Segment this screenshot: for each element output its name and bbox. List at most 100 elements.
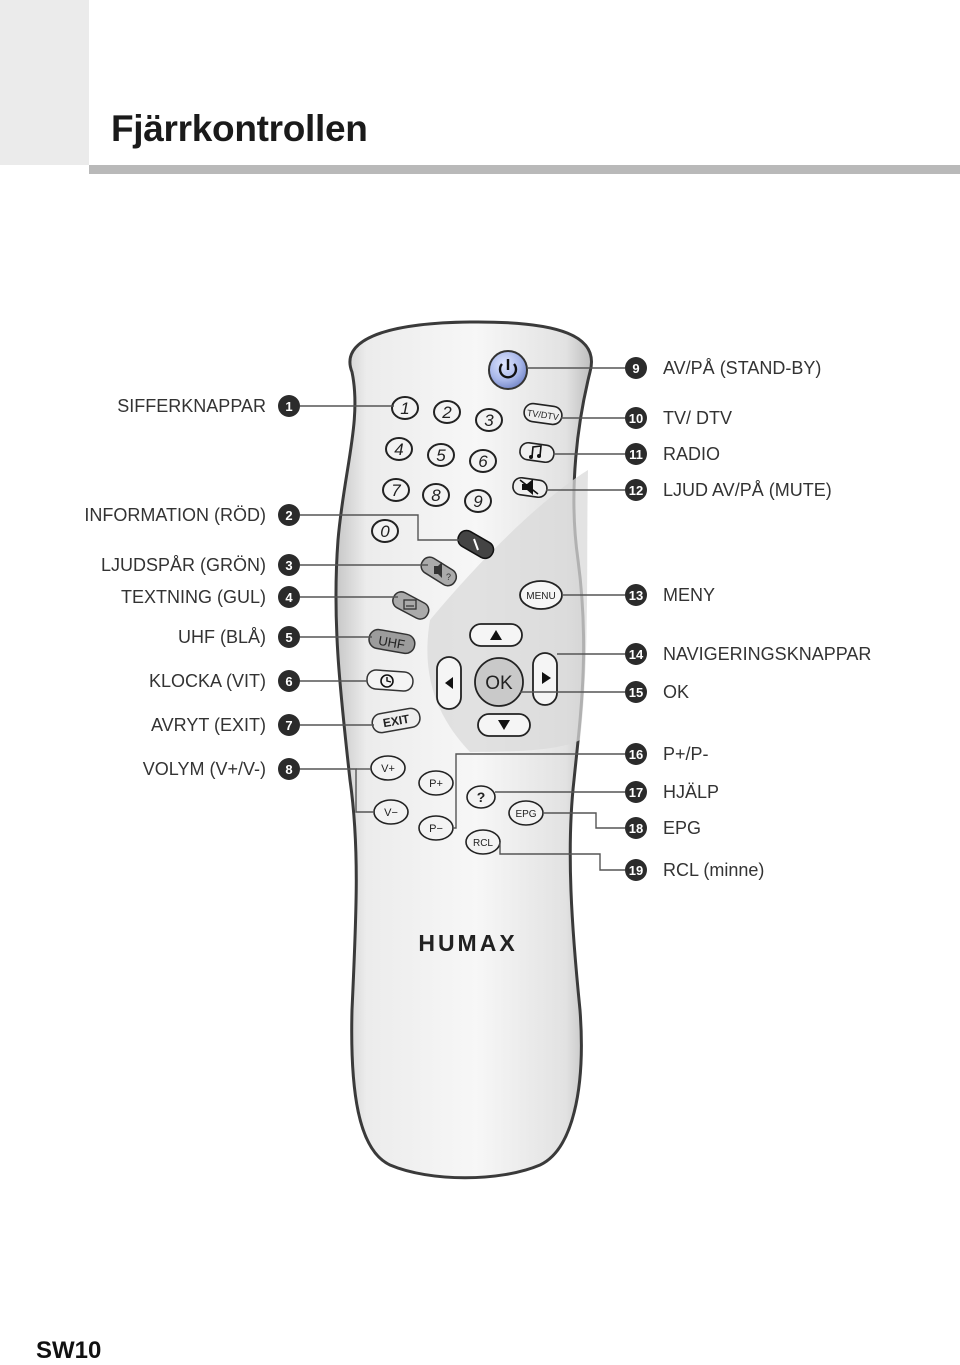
callout-badge xyxy=(625,743,647,765)
callout-label: INFORMATION (RÖD) xyxy=(84,505,266,525)
callout-badge xyxy=(625,479,647,501)
callout-number: 5 xyxy=(285,630,292,645)
callout-number: 7 xyxy=(285,718,292,733)
information-button[interactable] xyxy=(455,528,496,562)
callout-number: 15 xyxy=(629,685,643,700)
digit-button-9[interactable]: 9 xyxy=(464,489,492,513)
epg-label: EPG xyxy=(515,809,536,820)
epg-button[interactable]: EPG xyxy=(508,800,544,826)
callout-label: RADIO xyxy=(663,444,720,464)
header-band xyxy=(0,0,89,165)
callout-number: 18 xyxy=(629,821,643,836)
program-down-label: P− xyxy=(429,823,443,835)
callout-number: 13 xyxy=(629,588,643,603)
digit-button-5[interactable]: 5 xyxy=(427,443,455,467)
volume-down-label: V− xyxy=(384,807,398,819)
callout-label: LJUD AV/PÅ (MUTE) xyxy=(663,480,832,500)
callout-badge xyxy=(278,670,300,692)
callout-badge xyxy=(278,504,300,526)
digit-label: 5 xyxy=(436,446,446,465)
callout-8: 8 VOLYM (V+/V-) xyxy=(143,758,300,780)
callout-number: 8 xyxy=(285,762,292,777)
callout-badge xyxy=(625,407,647,429)
uhf-label: UHF xyxy=(377,633,406,652)
callout-number: 12 xyxy=(629,483,643,498)
page-title: Fjärrkontrollen xyxy=(111,108,368,149)
callout-label: KLOCKA (VIT) xyxy=(149,671,266,691)
callout-number: 10 xyxy=(629,411,643,426)
navigation-keys: OK xyxy=(436,623,558,737)
arrow-up-icon xyxy=(490,630,502,640)
callout-label: EPG xyxy=(663,818,701,838)
svg-text:?: ? xyxy=(446,572,451,582)
ok-label: OK xyxy=(485,673,513,694)
exit-label: EXIT xyxy=(382,712,411,731)
digit-button-7[interactable]: 7 xyxy=(382,478,410,502)
digit-button-0[interactable]: 0 xyxy=(371,519,399,543)
volume-down-button[interactable]: V− xyxy=(373,799,409,825)
nav-up-button[interactable] xyxy=(469,623,523,647)
mute-button[interactable] xyxy=(512,476,548,499)
callout-badge xyxy=(278,586,300,608)
leader-lines xyxy=(300,367,625,871)
nav-right-button[interactable] xyxy=(532,652,558,706)
music-note-icon xyxy=(529,445,542,459)
audio-track-icon: ? xyxy=(434,562,451,582)
callout-number: 1 xyxy=(285,399,292,414)
ok-button[interactable]: OK xyxy=(474,657,524,707)
digit-button-8[interactable]: 8 xyxy=(422,483,450,507)
tv-dtv-button[interactable]: TV/DTV xyxy=(523,402,563,426)
power-button[interactable] xyxy=(488,350,528,390)
menu-label: MENU xyxy=(526,591,555,602)
callout-label: AV/PÅ (STAND-BY) xyxy=(663,358,821,378)
help-label: ? xyxy=(477,789,486,805)
callout-number: 4 xyxy=(285,590,293,605)
callout-badge xyxy=(278,395,300,417)
program-down-button[interactable]: P− xyxy=(418,815,454,841)
callout-badge xyxy=(625,781,647,803)
header-rule xyxy=(89,165,960,174)
digit-button-6[interactable]: 6 xyxy=(469,449,497,473)
digit-keypad: 1 2 3 4 5 6 7 8 9 0 xyxy=(371,396,503,543)
callout-number: 6 xyxy=(285,674,292,689)
menu-button[interactable]: MENU xyxy=(519,580,563,610)
callout-label: HJÄLP xyxy=(663,782,719,802)
arrow-right-icon xyxy=(542,672,551,684)
volume-up-button[interactable]: V+ xyxy=(370,755,406,781)
digit-button-2[interactable]: 2 xyxy=(433,400,461,424)
callout-badge xyxy=(625,859,647,881)
nav-left-button[interactable] xyxy=(436,656,462,710)
info-icon xyxy=(473,538,479,551)
digit-button-3[interactable]: 3 xyxy=(475,408,503,432)
digit-button-1[interactable]: 1 xyxy=(391,396,419,420)
uhf-button[interactable]: UHF xyxy=(368,628,417,655)
subtitle-icon xyxy=(403,599,417,610)
callout-label: MENY xyxy=(663,585,715,605)
callout-label: VOLYM (V+/V-) xyxy=(143,759,266,779)
rcl-button[interactable]: RCL xyxy=(465,829,501,855)
clock-button[interactable] xyxy=(366,669,414,692)
callout-label: AVRYT (EXIT) xyxy=(151,715,266,735)
nav-down-button[interactable] xyxy=(477,713,531,737)
audio-track-button[interactable]: ? xyxy=(418,554,459,589)
callout-badge xyxy=(278,554,300,576)
exit-button[interactable]: EXIT xyxy=(371,707,422,734)
program-up-button[interactable]: P+ xyxy=(418,770,454,796)
tv-dtv-label: TV/DTV xyxy=(526,408,559,422)
digit-button-4[interactable]: 4 xyxy=(385,437,413,461)
digit-label: 1 xyxy=(400,399,409,418)
callout-badge xyxy=(278,714,300,736)
callout-number: 3 xyxy=(285,558,292,573)
arrow-left-icon xyxy=(445,677,453,689)
help-button[interactable]: ? xyxy=(466,785,496,809)
radio-button[interactable] xyxy=(519,441,555,464)
callout-13: 13 MENY xyxy=(625,584,715,606)
callout-label: TV/ DTV xyxy=(663,408,732,428)
digit-label: 0 xyxy=(380,522,390,541)
